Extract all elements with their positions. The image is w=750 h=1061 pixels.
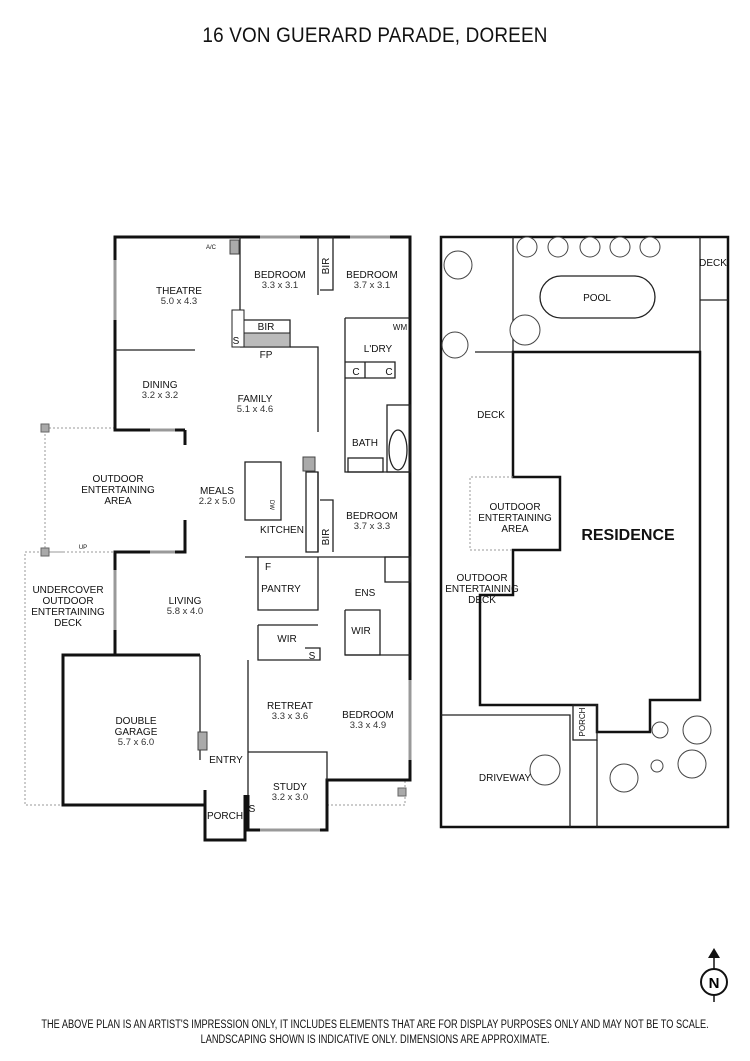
site-plan: RESIDENCE POOL DECK DECK OUTDOOR ENTERTA… — [439, 235, 730, 829]
site-deck-label-1: DECK — [699, 258, 727, 269]
svg-text:ENTERTAINING: ENTERTAINING — [31, 607, 105, 618]
bir-label-3: BIR — [321, 529, 332, 546]
svg-text:BEDROOM: BEDROOM — [346, 511, 398, 522]
svg-text:DECK: DECK — [468, 595, 496, 606]
svg-text:AREA: AREA — [501, 524, 529, 535]
svg-text:3.2 x 3.2: 3.2 x 3.2 — [142, 390, 178, 401]
room-outdoor-entertaining-area: OUTDOOR ENTERTAINING AREA — [81, 474, 155, 507]
exterior-walls — [61, 235, 412, 842]
svg-text:OUTDOOR: OUTDOOR — [489, 502, 540, 513]
bath-label: BATH — [352, 438, 378, 449]
svg-text:ENTERTAINING: ENTERTAINING — [445, 584, 519, 595]
room-double-garage: DOUBLE GARAGE 5.7 x 6.0 — [115, 716, 158, 748]
bir-label-2: BIR — [321, 258, 332, 275]
svg-text:3.3 x 4.9: 3.3 x 4.9 — [350, 720, 386, 731]
svg-text:FAMILY: FAMILY — [238, 394, 273, 405]
disclaimer-line-1: THE ABOVE PLAN IS AN ARTIST'S IMPRESSION… — [41, 1019, 709, 1031]
svg-text:5.7 x 6.0: 5.7 x 6.0 — [118, 737, 154, 748]
svg-text:OUTDOOR: OUTDOOR — [92, 474, 143, 485]
svg-text:ENTERTAINING: ENTERTAINING — [478, 513, 552, 524]
dishwasher-label: DW — [268, 500, 274, 510]
svg-text:3.7 x 3.1: 3.7 x 3.1 — [354, 280, 390, 291]
pantry-label: PANTRY — [261, 584, 301, 595]
site-porch-label: PORCH — [578, 707, 587, 736]
site-deck-label-2: DECK — [477, 410, 505, 421]
room-dining: DINING 3.2 x 3.2 — [142, 380, 178, 401]
north-label: N — [709, 975, 720, 992]
room-bedroom-3: BEDROOM 3.7 x 3.3 — [346, 511, 398, 532]
room-bedroom-4: BEDROOM 3.3 x 4.9 — [342, 710, 394, 731]
room-living: LIVING 5.8 x 4.0 — [167, 596, 203, 617]
svg-text:5.0 x 4.3: 5.0 x 4.3 — [161, 296, 197, 307]
page-title: 16 VON GUERARD PARADE, DOREEN — [202, 24, 548, 47]
svg-text:DOUBLE: DOUBLE — [115, 716, 156, 727]
svg-text:RETREAT: RETREAT — [267, 701, 313, 712]
svg-text:OUTDOOR: OUTDOOR — [42, 596, 93, 607]
wm-label: WM — [393, 323, 408, 332]
room-bedroom-1: BEDROOM 3.3 x 3.1 — [254, 270, 306, 291]
up-label: UP — [79, 545, 87, 551]
svg-text:3.3 x 3.1: 3.3 x 3.1 — [262, 280, 298, 291]
north-arrow-icon: N — [700, 948, 728, 1002]
svg-text:MEALS: MEALS — [200, 486, 234, 497]
wir-label-2: WIR — [277, 634, 296, 645]
site-outdoor-deck-label: OUTDOOR ENTERTAINING DECK — [445, 573, 519, 606]
svg-text:BEDROOM: BEDROOM — [254, 270, 306, 281]
porch-label: PORCH — [207, 811, 243, 822]
outdoor-dotted-outlines — [24, 423, 407, 806]
room-undercover-deck: UNDERCOVER OUTDOOR ENTERTAINING DECK — [31, 585, 105, 629]
svg-text:OUTDOOR: OUTDOOR — [456, 573, 507, 584]
svg-text:5.8 x 4.0: 5.8 x 4.0 — [167, 606, 203, 617]
svg-text:UNDERCOVER: UNDERCOVER — [32, 585, 103, 596]
shelf-label-2: S — [309, 651, 316, 662]
svg-text:3.3 x 3.6: 3.3 x 3.6 — [272, 711, 308, 722]
room-retreat: RETREAT 3.3 x 3.6 — [267, 701, 313, 722]
svg-text:2.2 x 5.0: 2.2 x 5.0 — [199, 496, 235, 507]
interior-walls — [115, 236, 411, 795]
svg-text:BEDROOM: BEDROOM — [346, 270, 398, 281]
room-theatre: THEATRE 5.0 x 4.3 — [156, 286, 202, 307]
shelf-label-1: S — [233, 336, 240, 347]
svg-text:5.1 x 4.6: 5.1 x 4.6 — [237, 404, 273, 415]
wir-label-1: WIR — [351, 626, 370, 637]
svg-text:STUDY: STUDY — [273, 782, 307, 793]
svg-text:DECK: DECK — [54, 618, 82, 629]
fridge-label: F — [265, 562, 271, 573]
ac-label: A/C — [206, 245, 217, 251]
room-meals: MEALS 2.2 x 5.0 — [199, 486, 235, 507]
room-study: STUDY 3.2 x 3.0 — [272, 782, 308, 803]
residence-label: RESIDENCE — [581, 527, 675, 544]
cupboard-label-2: C — [385, 367, 392, 378]
fireplace-label: FP — [260, 350, 273, 361]
disclaimer: THE ABOVE PLAN IS AN ARTIST'S IMPRESSION… — [0, 1018, 750, 1048]
svg-text:THEATRE: THEATRE — [156, 286, 202, 297]
driveway-label: DRIVEWAY — [479, 773, 532, 784]
ensuite-label: ENS — [355, 588, 376, 599]
svg-text:DINING: DINING — [143, 380, 178, 391]
kitchen-label: KITCHEN — [260, 525, 304, 536]
laundry-label: L'DRY — [364, 344, 393, 355]
pool-label: POOL — [583, 293, 611, 304]
svg-text:3.7 x 3.3: 3.7 x 3.3 — [354, 521, 390, 532]
tree-icons — [441, 236, 712, 793]
bir-label-1: BIR — [258, 322, 275, 333]
disclaimer-line-2: LANDSCAPING SHOWN IS INDICATIVE ONLY. DI… — [200, 1034, 550, 1046]
site-outdoor-area-label: OUTDOOR ENTERTAINING AREA — [478, 502, 552, 535]
svg-text:3.2 x 3.0: 3.2 x 3.0 — [272, 792, 308, 803]
room-family: FAMILY 5.1 x 4.6 — [237, 394, 273, 415]
cupboard-label-1: C — [352, 367, 359, 378]
svg-text:GARAGE: GARAGE — [115, 727, 158, 738]
room-bedroom-2: BEDROOM 3.7 x 3.1 — [346, 270, 398, 291]
svg-text:AREA: AREA — [104, 496, 132, 507]
svg-text:LIVING: LIVING — [169, 596, 202, 607]
shelf-label-3: S — [249, 804, 256, 815]
svg-text:BEDROOM: BEDROOM — [342, 710, 394, 721]
entry-label: ENTRY — [209, 755, 243, 766]
svg-text:ENTERTAINING: ENTERTAINING — [81, 485, 155, 496]
